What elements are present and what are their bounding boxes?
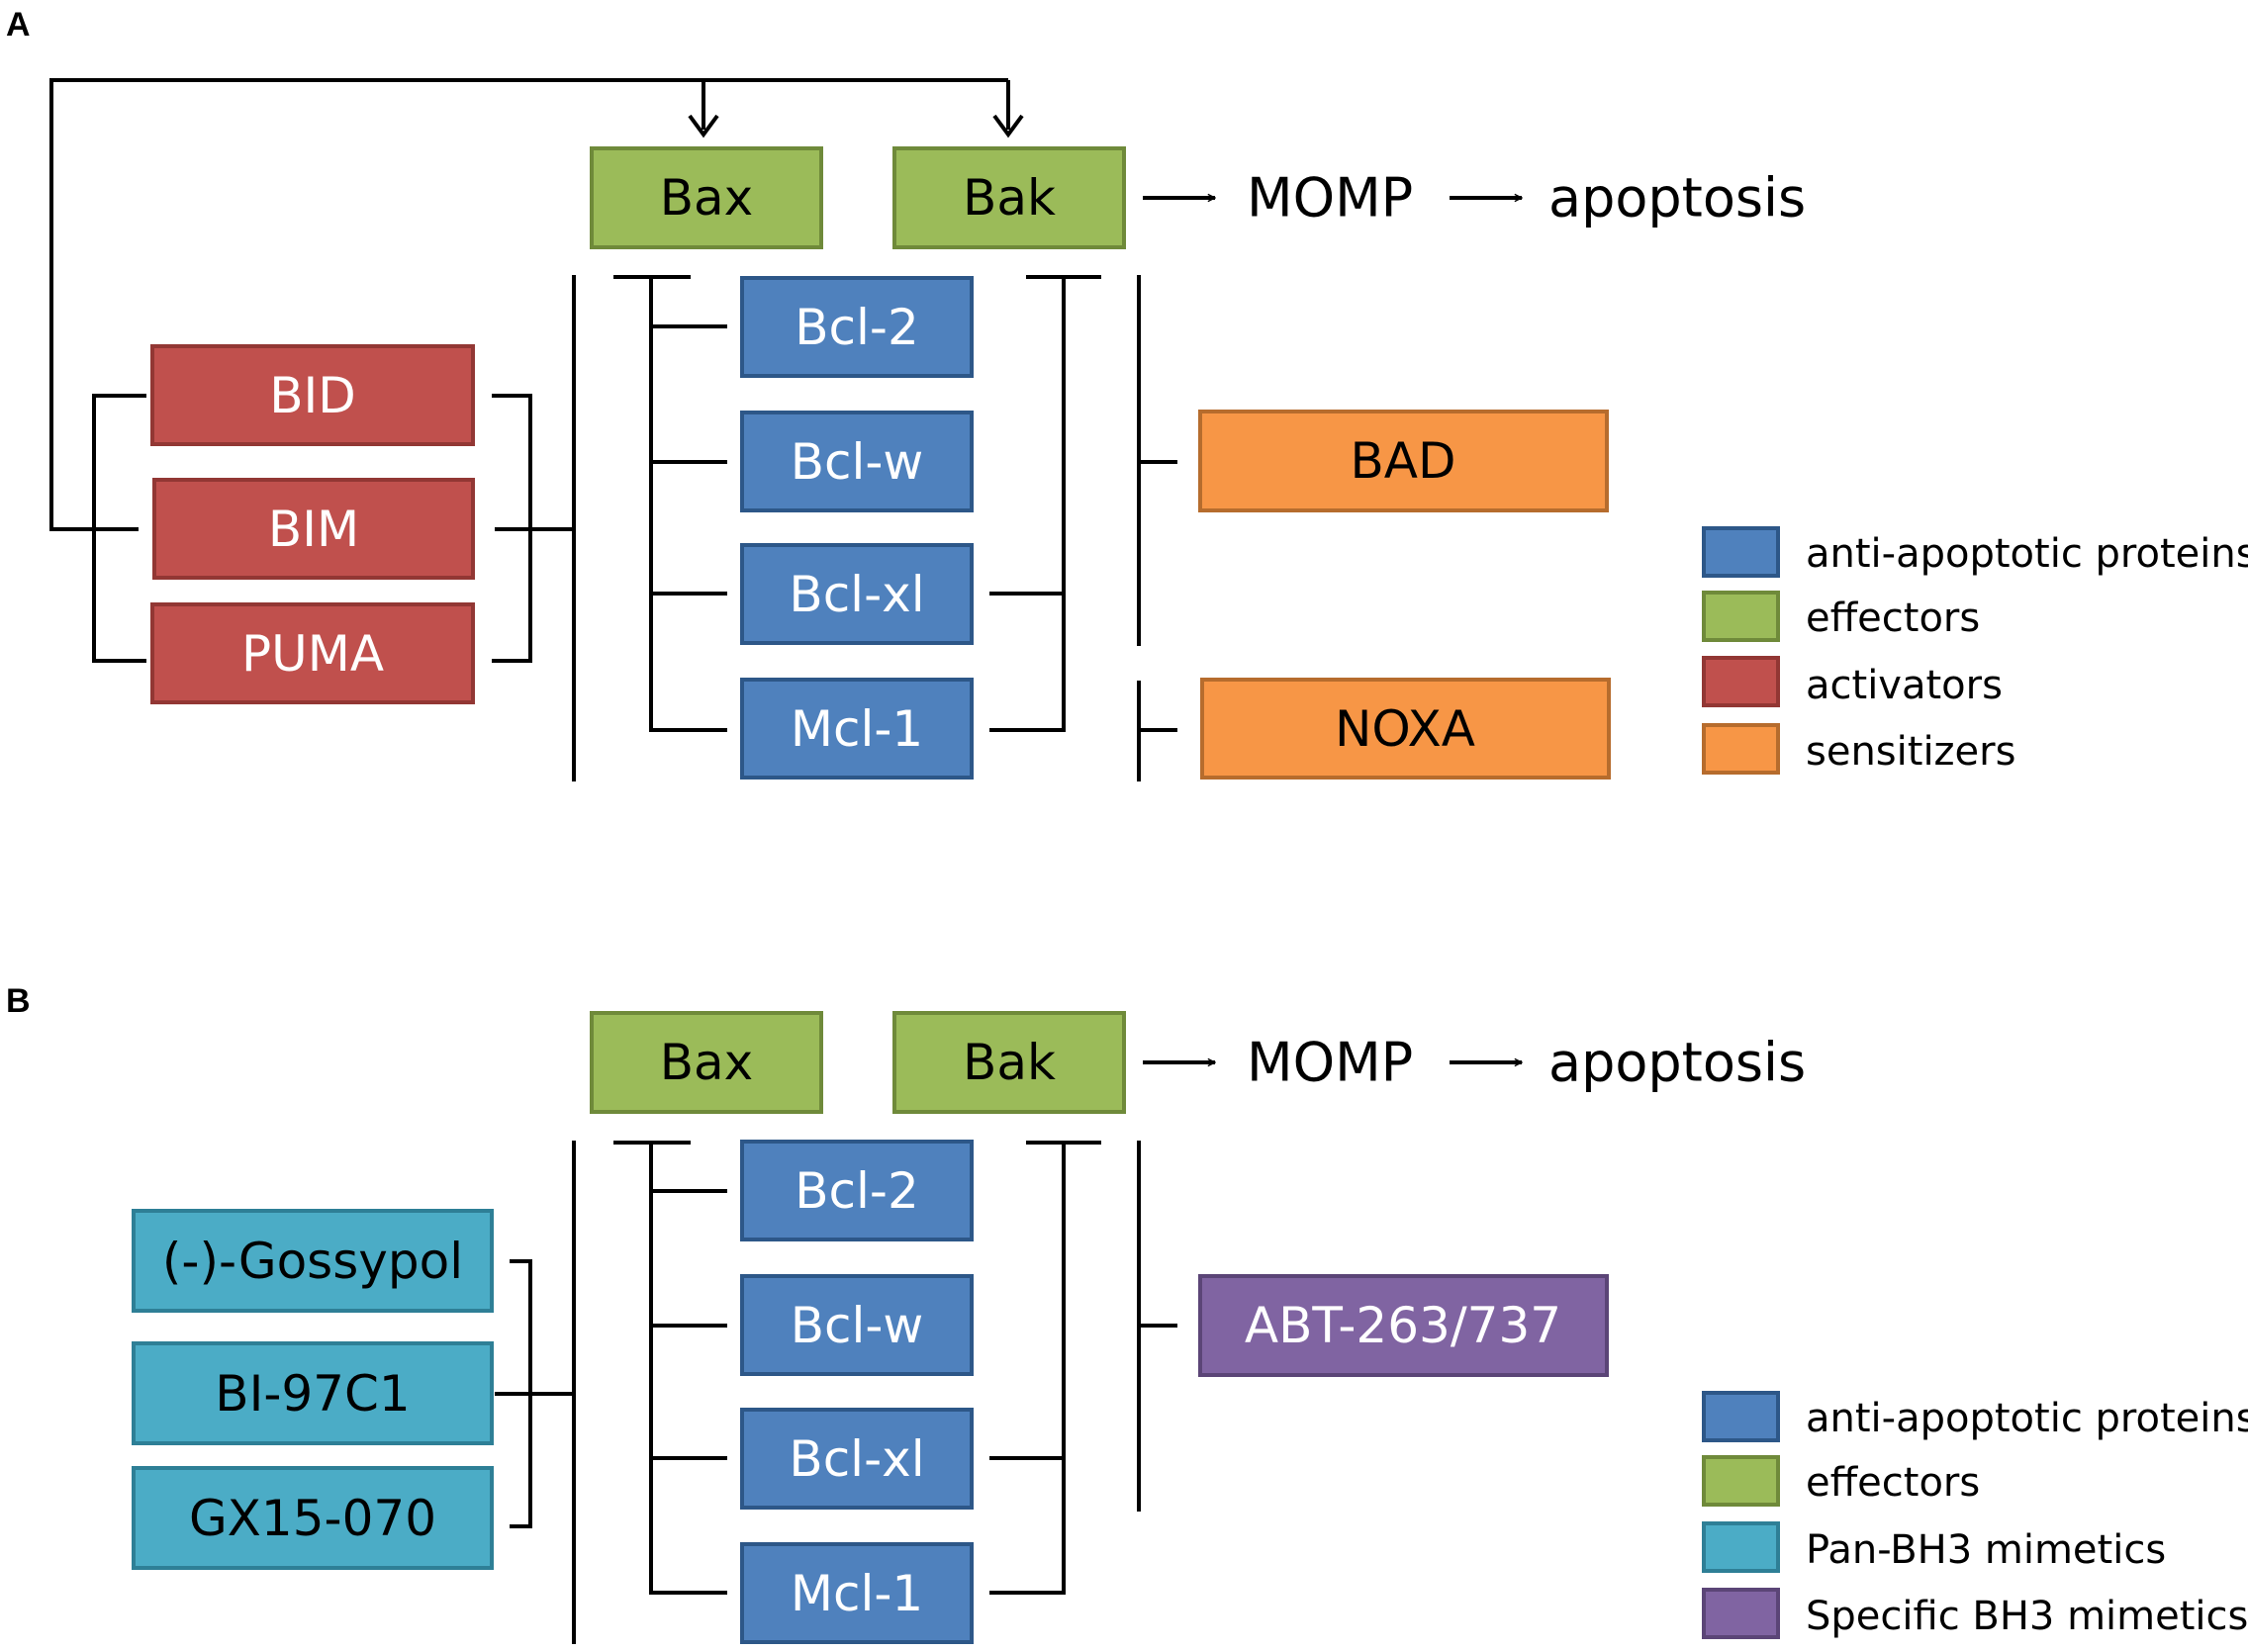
b-bclxl-box	[740, 1408, 974, 1510]
panel-a-connectors	[49, 78, 1522, 781]
panel-a-sensitizers: BAD NOXA	[1198, 410, 1611, 780]
arrowhead-bak	[992, 114, 1024, 138]
bclw-label: Bcl-w	[791, 433, 924, 491]
panel-b-anti-apoptotic: Bcl-2 Bcl-w Bcl-xl Mcl-1	[740, 1140, 974, 1644]
gx15070-box	[132, 1466, 494, 1570]
apoptosis-text: apoptosis	[1548, 167, 1806, 229]
bax-box	[590, 146, 823, 249]
legend-a-swatch-effectors	[1702, 591, 1780, 642]
panel-b-label: B	[6, 982, 31, 1020]
legend-b-anti: anti-apoptotic proteins	[1806, 1396, 2248, 1441]
abt-label: ABT-263/737	[1245, 1297, 1561, 1354]
legend-b-pan: Pan-BH3 mimetics	[1806, 1527, 2166, 1573]
panel-a-label: A	[6, 6, 31, 44]
noxa-label: NOXA	[1335, 700, 1475, 758]
legend-b-swatch-anti	[1702, 1391, 1780, 1442]
bi97c1-label: BI-97C1	[215, 1365, 410, 1423]
b-anti-left-spine	[649, 1143, 727, 1595]
anti-left-spine	[649, 277, 727, 732]
puma-box	[150, 602, 475, 704]
gx15070-label: GX15-070	[189, 1490, 436, 1547]
bid-box	[150, 344, 475, 446]
panel-b-legend: anti-apoptotic proteins effectors Pan-BH…	[1702, 1391, 2248, 1639]
panel-b: B Bax Bak	[6, 982, 2248, 1644]
panel-a-anti-apoptotic: Bcl-2 Bcl-w Bcl-xl Mcl-1	[740, 276, 974, 780]
bcl2-label: Bcl-2	[795, 299, 919, 356]
panel-a-effectors: Bax Bak	[590, 146, 1126, 249]
bim-label: BIM	[268, 501, 359, 558]
b-bax-label: Bax	[660, 1034, 754, 1091]
anti-right-spine	[989, 277, 1066, 732]
bclxl-box	[740, 543, 974, 645]
bad-box	[1198, 410, 1609, 512]
gossypol-label: (-)-Gossypol	[162, 1233, 463, 1290]
legend-a-swatch-sensitizers	[1702, 723, 1780, 775]
b-bclw-box	[740, 1274, 974, 1376]
bid-label: BID	[269, 367, 356, 424]
mcl1-box	[740, 678, 974, 780]
b-anti-right-spine	[989, 1143, 1066, 1595]
bim-box	[152, 478, 475, 580]
b-bak-label: Bak	[963, 1034, 1056, 1091]
panel-b-pan-bh3: (-)-Gossypol BI-97C1 GX15-070	[132, 1209, 494, 1570]
bclxl-label: Bcl-xl	[789, 566, 924, 623]
legend-a-activators: activators	[1806, 663, 2003, 708]
puma-label: PUMA	[241, 625, 384, 683]
bak-box	[892, 146, 1126, 249]
panel-a-legend: anti-apoptotic proteins effectors activa…	[1702, 526, 2248, 775]
legend-a-swatch-activators	[1702, 656, 1780, 707]
b-bclw-label: Bcl-w	[791, 1297, 924, 1354]
legend-a-swatch-anti	[1702, 526, 1780, 578]
legend-b-specific: Specific BH3 mimetics	[1806, 1594, 2248, 1639]
legend-a-anti: anti-apoptotic proteins	[1806, 531, 2248, 577]
b-mcl1-box	[740, 1542, 974, 1644]
legend-a-effectors: effectors	[1806, 596, 1980, 641]
activators-left-bracket	[92, 394, 146, 663]
noxa-box	[1200, 678, 1611, 780]
arrowhead-bax	[688, 114, 719, 138]
panel-a-activators: BID BIM PUMA	[150, 344, 475, 704]
b-apoptosis-text: apoptosis	[1548, 1032, 1806, 1094]
legend-b-effectors: effectors	[1806, 1460, 1980, 1506]
b-mcl1-label: Mcl-1	[791, 1565, 923, 1622]
bcl2-box	[740, 276, 974, 378]
legend-b-swatch-specific	[1702, 1588, 1780, 1639]
panel-b-connectors	[495, 1062, 1522, 1644]
b-bak-box	[892, 1011, 1126, 1114]
bclw-box	[740, 411, 974, 512]
bad-label: BAD	[1350, 432, 1455, 490]
legend-a-sensitizers: sensitizers	[1806, 729, 2015, 775]
panel-a: A	[6, 6, 2248, 781]
legend-b-swatch-effectors	[1702, 1455, 1780, 1507]
b-bcl2-label: Bcl-2	[795, 1162, 919, 1220]
legend-b-swatch-pan	[1702, 1521, 1780, 1573]
momp-text: MOMP	[1247, 167, 1413, 229]
b-bax-box	[590, 1011, 823, 1114]
panel-b-effectors: Bax Bak	[590, 1011, 1126, 1114]
b-bclxl-label: Bcl-xl	[789, 1430, 924, 1488]
bi97c1-box	[132, 1341, 494, 1445]
bax-label: Bax	[660, 169, 754, 227]
abt-box	[1198, 1274, 1609, 1377]
gossypol-box	[132, 1209, 494, 1313]
b-bcl2-box	[740, 1140, 974, 1241]
bak-label: Bak	[963, 169, 1056, 227]
mcl1-label: Mcl-1	[791, 700, 923, 758]
panel-b-specific-bh3: ABT-263/737	[1198, 1274, 1609, 1377]
b-momp-text: MOMP	[1247, 1032, 1413, 1094]
